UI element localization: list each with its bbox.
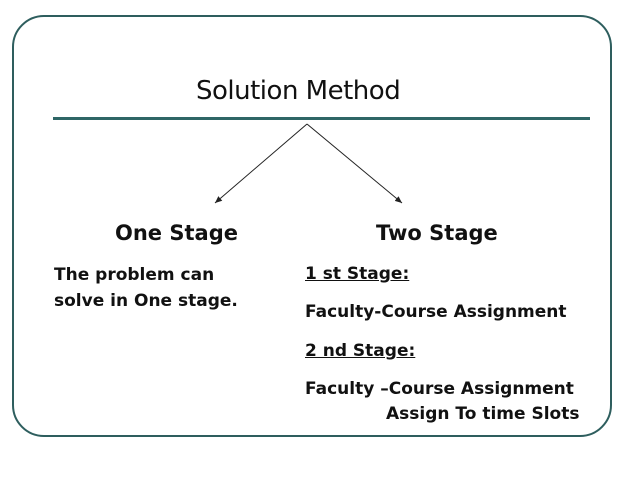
stage2-text-line1: Faculty –Course Assignment [305, 379, 574, 399]
one-stage-heading: One Stage [115, 221, 238, 245]
stage1-text: Faculty-Course Assignment [305, 302, 567, 322]
title-divider [53, 117, 590, 120]
stage2-text-line2: Assign To time Slots [386, 404, 580, 424]
one-stage-desc-line2: solve in One stage. [54, 291, 238, 311]
one-stage-desc-line1: The problem can [54, 265, 215, 285]
arrow-to-one-stage [214, 123, 308, 204]
stage2-label: 2 nd Stage: [305, 341, 416, 361]
slide-frame [12, 15, 612, 437]
arrow-to-two-stage [306, 123, 403, 204]
stage1-label: 1 st Stage: [305, 264, 410, 284]
two-stage-heading: Two Stage [376, 221, 498, 245]
slide-title: Solution Method [196, 76, 401, 106]
one-stage-description: The problem can solve in One stage. [54, 262, 238, 314]
